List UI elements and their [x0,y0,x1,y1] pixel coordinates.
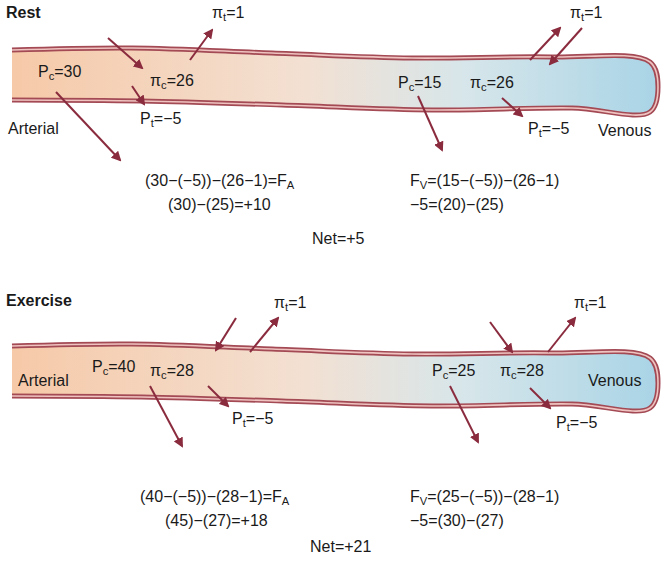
subscript: c [103,365,109,377]
force-label: Pt=−5 [232,410,273,428]
vessel-wall [12,48,658,115]
subscript: c [443,369,449,381]
pressure-label: Pc=40 [92,358,135,376]
vessel-end-label: Arterial [18,372,69,390]
force-label: Pt=−5 [140,110,181,128]
subscript: c [481,81,487,93]
subscript: t [581,11,584,23]
equation: (45)−(27)=+18 [165,512,268,530]
capillary-tube: Pc=30 πc=26 Pc=15 πc=26 [12,44,658,120]
pressure-label: πc=28 [150,362,194,380]
subscript: A [287,179,294,191]
equation: FV=(15−(−5))−(26−1) [410,172,559,190]
subscript: c [511,369,517,381]
vessel-end-label: Arterial [8,120,59,138]
vessel-wall-inner [12,344,658,411]
pressure-label: Pc=15 [398,74,441,92]
tube-outline [12,44,658,120]
subscript: c [161,369,167,381]
blood-fill [12,48,658,115]
net-result: Net=+21 [310,538,371,556]
subscript: V [420,179,427,191]
equation: (30)−(25)=+10 [168,196,271,214]
pressure-label: Pc=25 [432,362,475,380]
pressure-label: πc=26 [470,74,514,92]
vessel-end-label: Venous [598,122,651,140]
subscript: c [409,81,415,93]
subscript: t [539,127,542,139]
equation: −5=(30)−(27) [410,512,504,530]
pressure-label: πc=26 [150,72,194,90]
subscript: t [151,117,154,129]
subscript: t [567,421,570,433]
subscript: A [282,495,289,507]
vessel-wall [12,344,658,411]
pressure-label: πc=28 [500,362,544,380]
capillary-tube: Pc=40 πc=28 Pc=25 πc=28 [12,340,658,416]
subscript: c [161,79,167,91]
section-heading: Rest [6,4,41,22]
force-label: πt=1 [274,294,306,312]
subscript: t [223,11,226,23]
force-label: Pt=−5 [528,120,569,138]
equation: FV=(25−(−5))−(28−1) [410,488,559,506]
force-label: Pt=−5 [556,414,597,432]
blood-fill [12,344,658,411]
equation: (40−(−5))−(28−1)=FA [140,488,289,506]
equation: −5=(20)−(25) [410,196,504,214]
section-heading: Exercise [6,292,72,310]
subscript: t [243,417,246,429]
vessel-wall-inner [12,48,658,115]
subscript: t [585,301,588,313]
equation: (30−(−5))−(26−1)=FA [145,172,294,190]
subscript: c [49,70,55,82]
force-label: πt=1 [570,4,602,22]
force-label: πt=1 [212,4,244,22]
subscript: t [285,301,288,313]
subscript: V [420,495,427,507]
net-result: Net=+5 [312,230,364,248]
vessel-end-label: Venous [588,372,641,390]
tube-outline [12,340,658,416]
force-label: πt=1 [574,294,606,312]
pressure-label: Pc=30 [38,63,81,81]
